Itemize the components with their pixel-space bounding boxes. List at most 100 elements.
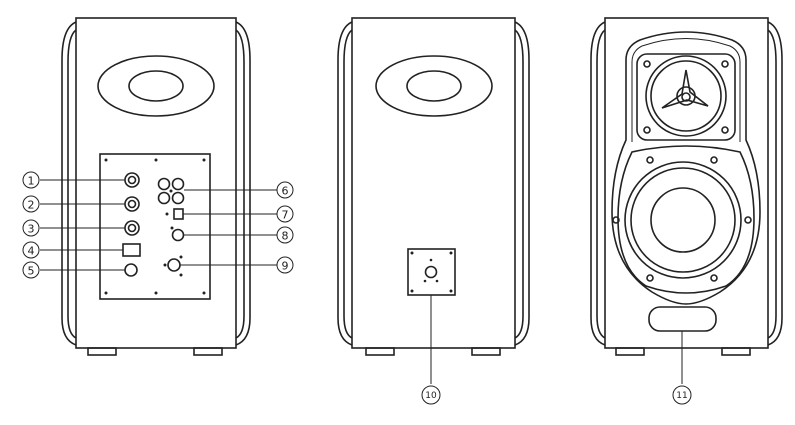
callout-2-circle [22,195,40,213]
tweeter-center [681,92,691,102]
woofer-screw [710,156,718,164]
volume-knob [167,258,181,272]
bass-port-outer [97,55,215,117]
callout-4-circle [22,241,40,259]
bass-port-outer [375,55,493,117]
knob-led [170,226,174,230]
speaker-rear-passive [337,17,530,356]
panel-screw [104,158,108,162]
baffle-outline [611,31,761,305]
pair-button [171,228,185,242]
callout-8-circle [276,226,294,244]
woofer-screw [646,274,654,282]
tweeter-screw [643,60,651,68]
callout-6: 6 [282,185,289,198]
woofer-dustcap [650,187,716,253]
speaker-rear-active [61,17,251,356]
tweeter-screw [721,60,729,68]
terminal-b [171,177,185,191]
tweeter-surround [645,55,727,137]
foot-right [193,347,223,356]
terminal-a [157,177,171,191]
power-socket [124,263,138,277]
leader-lines [40,179,683,384]
panel-screw [202,158,206,162]
plate-screw [410,289,414,293]
callout-5: 5 [28,265,35,278]
rca-jack-1 [124,172,140,188]
volume-dot [179,273,183,277]
callout-10-circle [421,385,441,405]
connector-jack [424,265,438,279]
callout-3: 3 [28,223,35,236]
woofer-cone [630,167,736,273]
callout-7-circle [276,205,294,223]
callout-4: 4 [28,245,35,258]
callout-1-circle [22,171,40,189]
plate-dot [435,279,439,283]
volume-dot [163,263,167,267]
callout-7: 7 [282,209,289,222]
rca-jack-2 [124,196,140,212]
panel-screw [154,158,158,162]
callout-10: 10 [425,391,437,401]
bass-port-inner [128,70,184,102]
woofer-screw [710,274,718,282]
plate-screw [449,251,453,255]
back-panel [99,153,211,300]
rca-jack-3-center [127,223,137,233]
tweeter-plate [636,53,736,141]
foot-left [87,347,117,356]
baffle-outline-inner-left [631,45,643,142]
power-switch [122,243,141,257]
callout-11-circle [672,385,692,405]
woofer-screw [744,216,752,224]
foot-right [721,347,751,356]
callout-6-circle [276,181,294,199]
plate-screw [449,289,453,293]
foot-right [471,347,501,356]
rca-jack-2-center [127,199,137,209]
plate-dot [429,258,433,262]
callout-11: 11 [676,391,687,401]
left-side-rail [337,21,353,346]
optical-led [165,212,169,216]
terminal-plate [407,248,456,296]
baffle-outline-inner [641,38,741,142]
callout-9: 9 [282,260,289,273]
left-side-rail-inner [67,29,77,339]
speaker-front [590,17,783,356]
callout-labels: 1 2 3 4 5 6 7 8 9 10 11 [22,171,692,405]
tweeter-phase-plug [661,69,709,109]
optical-input [173,208,184,220]
callout-9-circle [276,256,294,274]
callout-1: 1 [28,175,35,188]
front-port [648,306,717,332]
right-side-rail [514,21,530,346]
left-side-rail-inner [343,29,353,339]
volume-dot [179,255,183,259]
rca-jack-3 [124,220,140,236]
foot-left [615,347,645,356]
right-side-rail-inner [514,29,524,339]
tweeter-screw [643,126,651,134]
panel-screw [202,291,206,295]
plate-dot [423,279,427,283]
terminal-center [169,189,173,193]
speaker-body [604,17,769,349]
callout-2: 2 [28,199,35,212]
bass-port-inner [406,70,462,102]
left-side-rail [61,21,77,346]
callout-8: 8 [282,230,289,243]
left-side-rail-inner [596,29,606,339]
terminal-c [157,191,171,205]
right-side-rail-inner [235,29,245,339]
right-side-rail [767,21,783,346]
rca-jack-1-center [127,175,137,185]
right-side-rail [235,21,251,346]
tweeter-ring [650,60,722,132]
plate-screw [410,251,414,255]
speaker-body [75,17,237,349]
